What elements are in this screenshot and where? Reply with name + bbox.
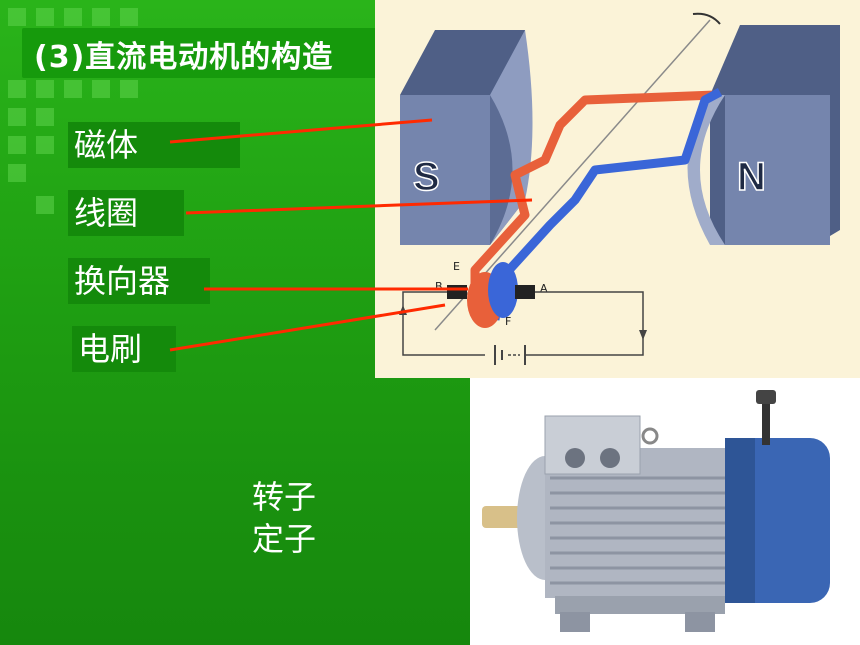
motor-foot <box>560 612 590 632</box>
current-arrow-icon <box>639 330 647 340</box>
motor-photo <box>470 378 860 645</box>
deco-square <box>8 8 26 26</box>
deco-square <box>120 8 138 26</box>
deco-square <box>92 80 110 98</box>
title-bar <box>22 28 382 78</box>
deco-square <box>8 136 26 154</box>
letter-b: B <box>435 280 443 293</box>
letter-f: F <box>505 315 511 328</box>
commutator-half-blue <box>488 262 518 318</box>
brake-lever-knob <box>756 390 776 404</box>
deco-square <box>64 80 82 98</box>
brake-lever <box>762 400 770 445</box>
deco-square <box>120 80 138 98</box>
deco-square <box>36 80 54 98</box>
coil-red-wire <box>470 90 716 305</box>
pole-n-letter: N <box>737 155 766 199</box>
motor-feet <box>555 596 725 614</box>
deco-square <box>64 8 82 26</box>
letter-a: A <box>540 282 548 295</box>
deco-square <box>8 108 26 126</box>
pole-s-letter: S <box>413 155 440 199</box>
deco-square <box>92 8 110 26</box>
brush-a <box>515 285 535 299</box>
motor-brake-ring <box>725 438 755 603</box>
motor-diagram: S N B A E F <box>375 0 860 378</box>
deco-square <box>36 136 54 154</box>
label-magnet: 磁体 <box>68 122 240 168</box>
cable-gland <box>565 448 585 468</box>
cable-gland <box>600 448 620 468</box>
deco-square <box>36 8 54 26</box>
label-commutator: 换向器 <box>68 258 210 304</box>
deco-square <box>36 108 54 126</box>
terminal-box <box>544 415 641 475</box>
lifting-eye <box>641 427 659 445</box>
rotation-arrow-icon <box>692 12 721 25</box>
magnet-s: S <box>400 30 533 245</box>
label-coil: 线圈 <box>68 190 184 236</box>
motor-foot <box>685 612 715 632</box>
label-stator: 定子 <box>252 520 317 558</box>
cooling-fins <box>550 476 725 585</box>
label-rotor: 转子 <box>252 478 317 516</box>
deco-square <box>8 164 26 182</box>
deco-square <box>8 80 26 98</box>
deco-square <box>36 196 54 214</box>
slide-title: (3)直流电动机的构造 <box>34 40 334 75</box>
label-brush: 电刷 <box>72 326 176 372</box>
brush-b <box>447 285 467 299</box>
letter-e: E <box>453 260 460 273</box>
